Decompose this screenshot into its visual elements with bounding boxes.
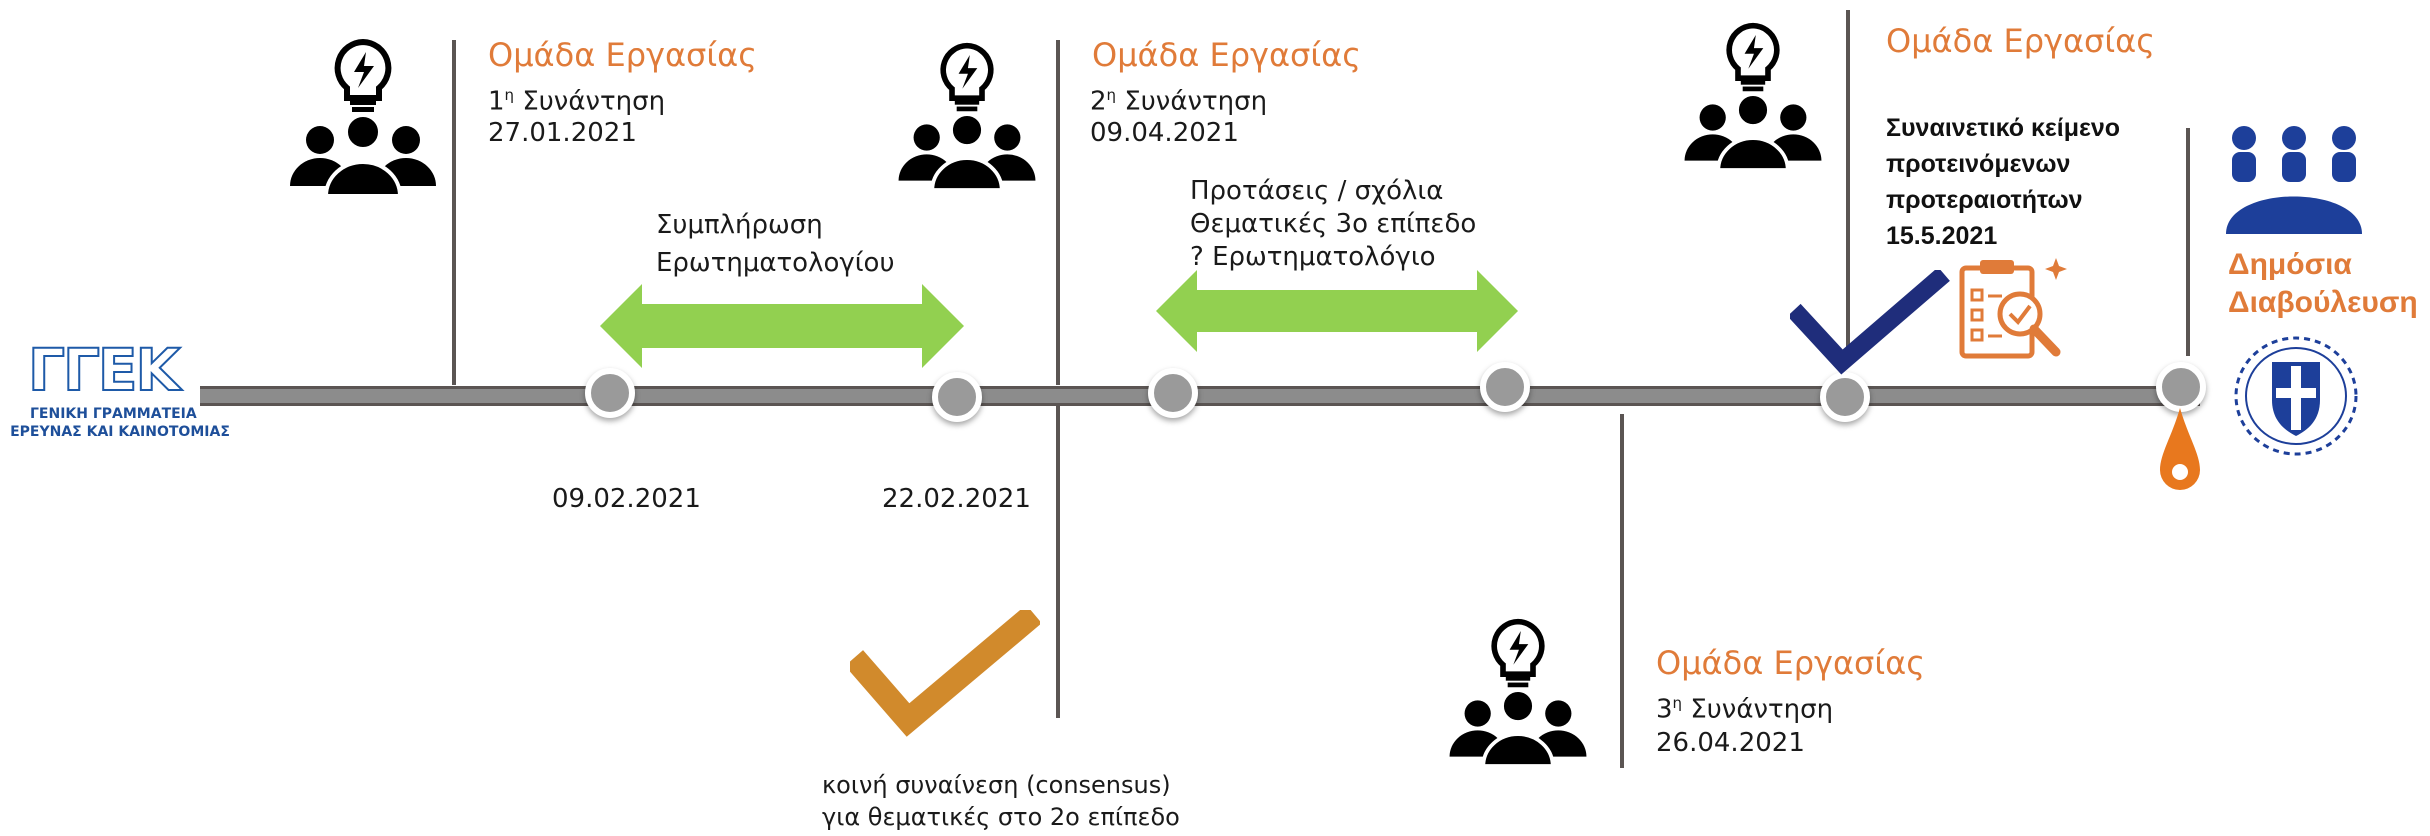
phase1-line2: Ερωτηματολογίου xyxy=(656,248,895,278)
phase1-start-date: 09.02.2021 xyxy=(552,484,701,514)
meeting3-connector xyxy=(1620,414,1624,768)
logo-line2: ΕΡΕΥΝΑΣ ΚΑΙ ΚΑΙΝΟΤΟΜΙΑΣ xyxy=(10,424,230,440)
timeline-node-phase2-end xyxy=(1480,362,1530,412)
timeline-node-meeting2 xyxy=(1148,368,1198,418)
meeting4-title: Ομάδα Εργασίας xyxy=(1886,22,2156,60)
meeting2-connector xyxy=(1056,40,1060,385)
team-lightbulb-icon-1 xyxy=(290,38,436,196)
double-arrow-icon-2 xyxy=(1156,270,1518,352)
phase2-line1: Προτάσεις / σχόλια xyxy=(1190,176,1444,206)
meeting3-title: Ομάδα Εργασίας xyxy=(1656,644,1926,682)
gsri-logo: ΓΓΕΚ ΓΕΝΙΚΗ ΓΡΑΜΜΑΤΕΙΑ ΕΡΕΥΝΑΣ ΚΑΙ ΚΑΙΝΟ… xyxy=(10,335,230,444)
timeline-node-phase1-end xyxy=(932,372,982,422)
consultation-connector xyxy=(2186,128,2190,356)
phase2-line3: ? Ερωτηματολόγιο xyxy=(1190,242,1436,272)
meeting3-label: 3η Συνάντηση xyxy=(1656,694,1834,725)
checkmark-icon-orange xyxy=(850,610,1040,737)
team-lightbulb-icon-3 xyxy=(1449,618,1587,766)
phase1-end-date: 22.02.2021 xyxy=(882,484,1031,514)
meeting1-date: 27.01.2021 xyxy=(488,118,637,148)
consultation-line2: Διαβούλευση xyxy=(2228,286,2418,319)
meeting4-connector xyxy=(1846,10,1850,362)
phase1-line1: Συμπλήρωση xyxy=(656,210,823,240)
consensus-connector xyxy=(1056,406,1060,718)
team-lightbulb-icon-2 xyxy=(898,42,1036,190)
consensus-line1: κοινή συναίνεση (consensus) xyxy=(822,771,1171,799)
team-lightbulb-icon-4 xyxy=(1684,22,1822,170)
logo-acronym: ΓΓΕΚ xyxy=(27,335,181,405)
consultation-line1: Δημόσια xyxy=(2228,248,2352,281)
phase2-line2: Θεματικές 3ο επίπεδο xyxy=(1190,209,1477,239)
checkmark-icon-navy xyxy=(1790,270,1950,375)
meeting2-title: Ομάδα Εργασίας xyxy=(1092,36,1362,74)
meeting1-title: Ομάδα Εργασίας xyxy=(488,36,758,74)
priorities-line2: προτεινόμενων xyxy=(1886,150,2071,178)
consensus-line2: για θεματικές στο 2ο επίπεδο xyxy=(822,803,1180,831)
greek-state-seal-icon xyxy=(2234,336,2358,456)
timeline-node-consultation xyxy=(2156,362,2206,412)
priorities-line3: προτεραιοτήτων xyxy=(1886,186,2083,214)
double-arrow-icon-1 xyxy=(600,284,964,368)
priorities-date: 15.5.2021 xyxy=(1886,222,1998,250)
meeting2-date: 09.04.2021 xyxy=(1090,118,1239,148)
logo-line1: ΓΕΝΙΚΗ ΓΡΑΜΜΑΤΕΙΑ xyxy=(30,406,197,422)
meeting1-connector xyxy=(452,40,456,385)
timeline-node-phase1-start xyxy=(585,368,635,418)
meeting1-label: 1η Συνάντηση xyxy=(488,86,666,117)
priorities-line1: Συναινετικό κείμενο xyxy=(1886,114,2121,142)
clipboard-search-icon xyxy=(1959,258,2067,359)
meeting2-label: 2η Συνάντηση xyxy=(1090,86,1268,117)
audience-icon xyxy=(2226,126,2362,234)
location-pin-icon xyxy=(2160,408,2200,490)
meeting3-date: 26.04.2021 xyxy=(1656,728,1805,758)
timeline-node-meeting4 xyxy=(1820,372,1870,422)
timeline-bar xyxy=(200,386,2200,406)
